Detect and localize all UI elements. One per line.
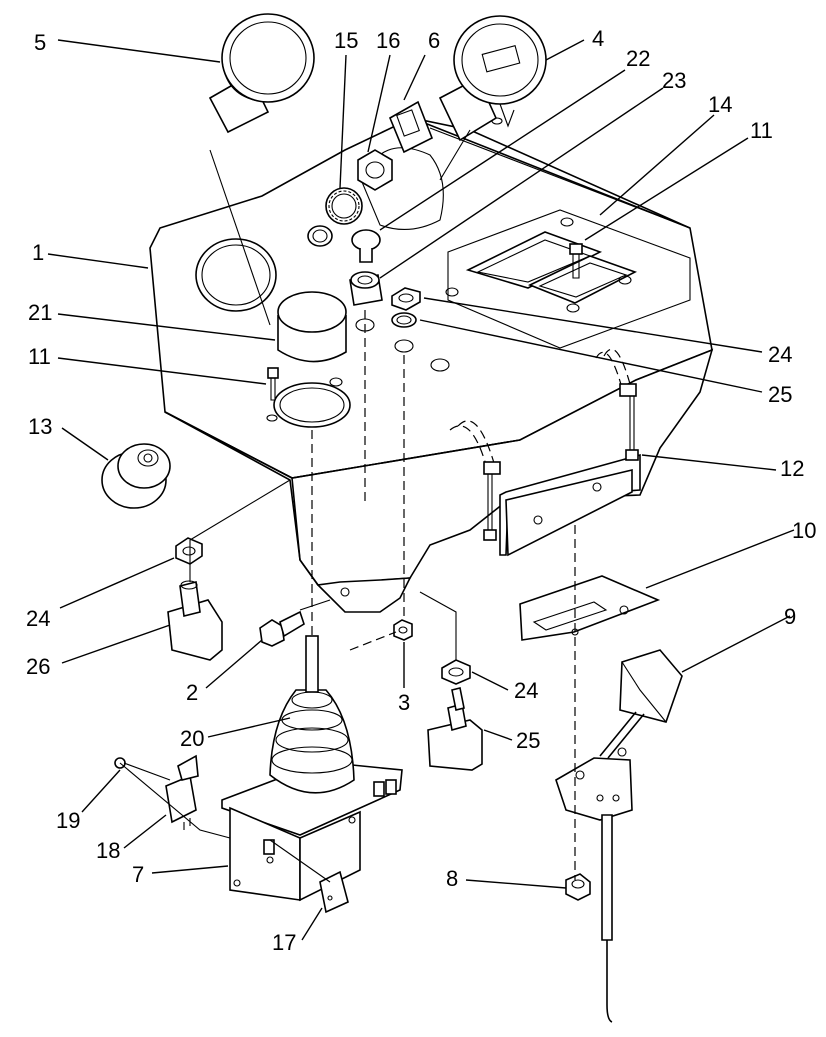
callout-25-right: 25 (768, 382, 792, 407)
lock-washer-15 (325, 187, 363, 225)
washer-25-top (391, 312, 417, 328)
screw-11-right (569, 243, 583, 279)
callout-24-left: 24 (26, 606, 50, 631)
callout-18: 18 (96, 838, 120, 863)
microswitch-18 (165, 754, 199, 830)
gauge-5 (208, 13, 315, 134)
callout-23: 23 (662, 68, 686, 93)
callout-24-right: 24 (768, 342, 792, 367)
callout-2: 2 (186, 680, 198, 705)
callout-26: 26 (26, 654, 50, 679)
toggle-switch-25 (427, 687, 483, 771)
callout-11-top: 11 (750, 118, 773, 143)
callout-4: 4 (592, 26, 604, 51)
plug-21 (277, 291, 347, 363)
callout-25-lower: 25 (516, 728, 540, 753)
callout-3: 3 (398, 690, 410, 715)
plate-17 (319, 870, 349, 914)
gauge-4 (438, 15, 547, 142)
callout-13: 13 (28, 414, 52, 439)
callout-12: 12 (780, 456, 804, 481)
nut-3 (393, 619, 413, 641)
screw-19 (114, 757, 171, 781)
knob-22 (351, 229, 381, 263)
callout-labels: 5 15 16 6 4 22 23 14 11 1 21 11 24 25 13… (26, 26, 816, 955)
callout-leaders (47, 39, 795, 941)
callout-15: 15 (334, 28, 358, 53)
ring-small (307, 225, 333, 247)
key-switch-6 (388, 100, 434, 154)
buzzer-13 (101, 443, 171, 509)
nut-24-lower (441, 659, 471, 685)
switch-23 (349, 271, 383, 306)
callout-1: 1 (32, 240, 44, 265)
callout-11-left: 11 (28, 344, 51, 369)
bolt-2 (259, 610, 305, 647)
joystick-20 (221, 635, 403, 836)
control-panel-housing (149, 117, 714, 613)
callout-6: 6 (428, 28, 440, 53)
screw-11-left (267, 367, 279, 401)
callout-22: 22 (626, 46, 650, 71)
callout-14: 14 (708, 92, 732, 117)
callout-8: 8 (446, 866, 458, 891)
assembly-lines (119, 129, 576, 883)
callout-19: 19 (56, 808, 80, 833)
callout-5: 5 (34, 30, 46, 55)
callout-9: 9 (784, 604, 796, 629)
callout-10: 10 (792, 518, 816, 543)
callout-24-lower: 24 (514, 678, 538, 703)
nut-24-left (175, 537, 203, 565)
callout-20: 20 (180, 726, 204, 751)
nut-8 (565, 873, 591, 901)
nut-16 (357, 149, 393, 191)
nut-24-top (391, 287, 421, 311)
plate-10 (519, 575, 661, 641)
callout-7: 7 (132, 862, 144, 887)
switch-26 (167, 580, 223, 661)
callout-16: 16 (376, 28, 400, 53)
lever-9 (555, 649, 683, 1023)
callout-21: 21 (28, 300, 52, 325)
callout-17: 17 (272, 930, 296, 955)
bracket-7 (229, 806, 361, 902)
